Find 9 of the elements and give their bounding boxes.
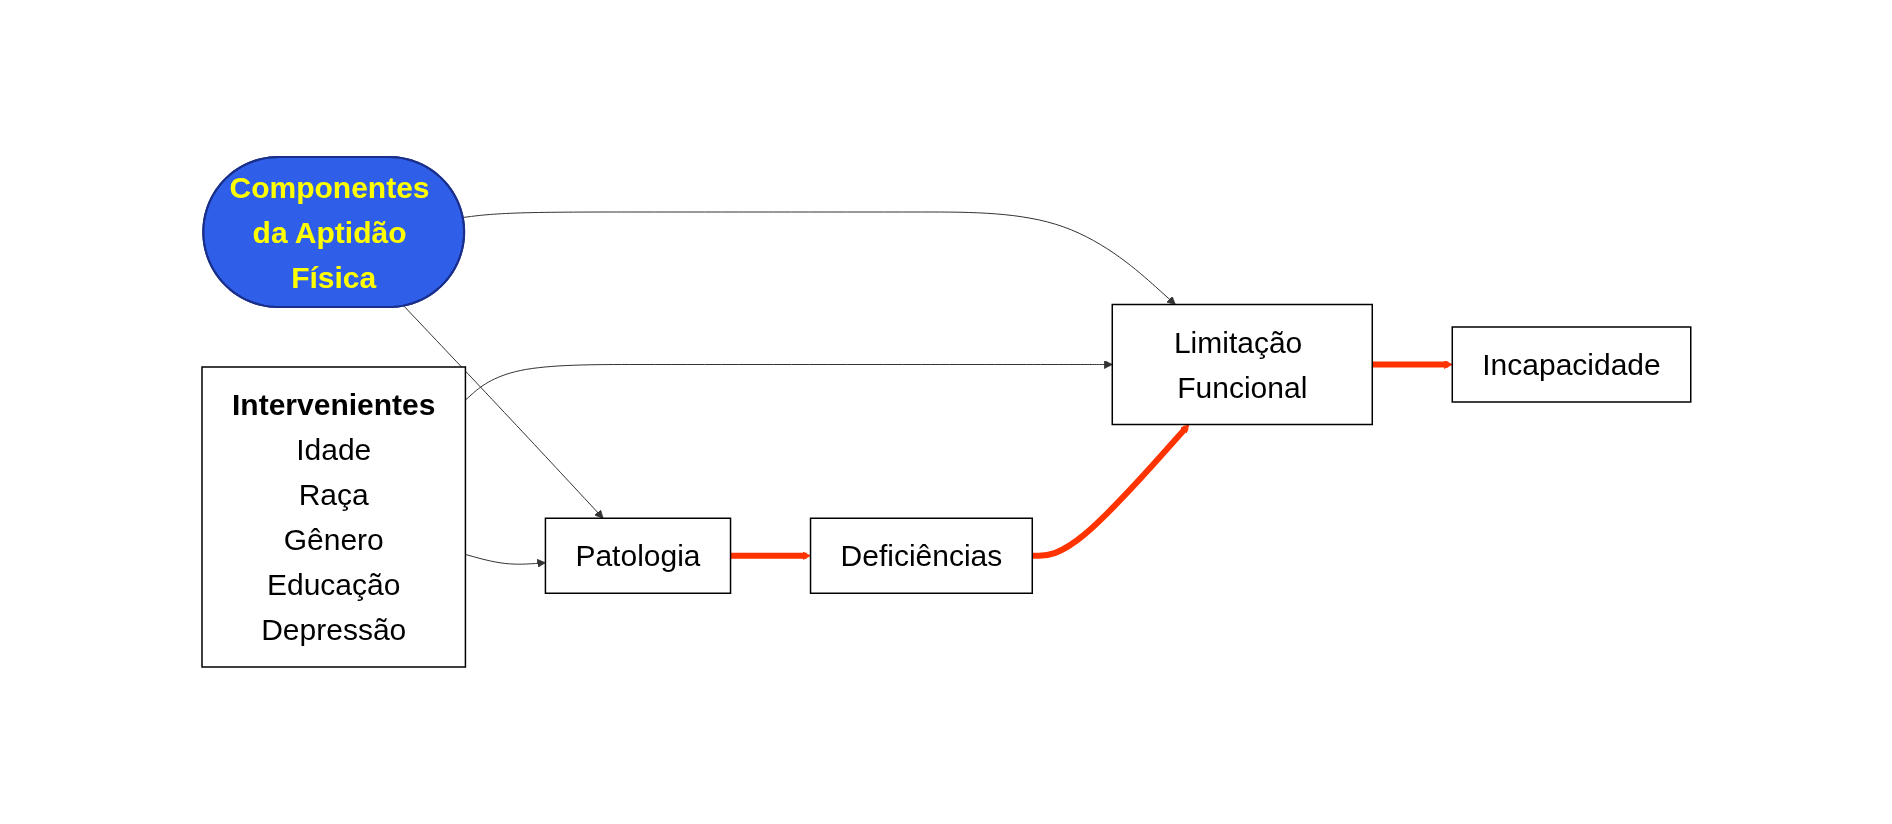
node-box: Limitação Funcional: [1111, 303, 1373, 426]
arrow: [462, 211, 1176, 305]
arrow: [730, 551, 811, 561]
node-box: Deficiências: [809, 517, 1033, 594]
arrow: [1031, 424, 1189, 559]
arrow: [403, 305, 604, 519]
node-box: Patologia: [544, 517, 731, 594]
node-box: Incapacidade: [1451, 326, 1692, 403]
node-box: Intervenientes Idade Raça Gênero Educação Depressão: [200, 366, 466, 668]
